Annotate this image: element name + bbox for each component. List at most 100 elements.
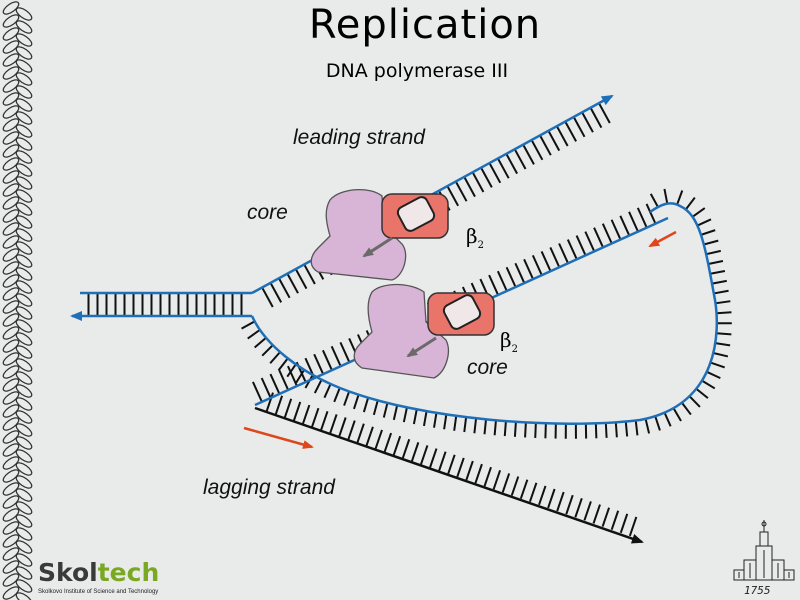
lagging-new-rung: [447, 454, 456, 475]
lagging-inner-rung: [278, 369, 290, 391]
chain-link: [2, 586, 20, 600]
lagging-loop-rung: [261, 344, 274, 357]
lagging-loop-rung: [644, 418, 651, 434]
leading-rung: [455, 181, 468, 202]
chain-link: [2, 27, 20, 41]
lagging-loop-rung: [453, 415, 458, 431]
lagging-inner-rung: [287, 365, 298, 387]
logo-wordmark: Skoltech: [38, 558, 159, 587]
chain-link: [15, 566, 33, 580]
lagging-loop-rung: [313, 379, 323, 394]
lagging-loop-rung: [624, 421, 629, 437]
leading-rung: [598, 103, 611, 124]
grey-arrow-top: [362, 236, 393, 258]
logo-tagline: Skolkovo Institute of Science and Techno…: [38, 589, 159, 595]
lagging-new-rung: [347, 420, 356, 440]
leading-rung: [261, 287, 274, 308]
chain-link: [15, 241, 33, 255]
lagging-new-rung: [528, 482, 538, 503]
chain-link: [2, 235, 20, 249]
clamp-bottom-inner: [442, 294, 482, 330]
lagging-loop-rung: [700, 229, 716, 236]
lagging-loop-rung: [483, 419, 487, 435]
lagging-new-rung: [501, 473, 511, 493]
chain-link: [15, 46, 33, 60]
lagging-loop-rung: [241, 320, 256, 330]
chain-link: [15, 189, 33, 203]
lagging-new-rung: [283, 398, 293, 419]
lagging-inner-rung: [584, 231, 596, 253]
lagging-loop-rung: [295, 369, 306, 384]
lagging-inner-rung: [488, 274, 500, 296]
chain-link: [2, 534, 20, 548]
lagging-new-rung: [474, 463, 483, 484]
chain-link: [2, 547, 20, 561]
chain-link: [15, 540, 33, 554]
chain-link: [2, 313, 20, 327]
lagging-new-rung: [420, 445, 429, 465]
lagging-new-rung: [365, 426, 374, 447]
leading-rung: [269, 282, 283, 303]
chain-link: [2, 105, 20, 119]
beta-symbol: β: [466, 224, 478, 248]
lagging-new-rung: [547, 488, 556, 509]
chain-link: [15, 423, 33, 437]
lagging-new-rung: [438, 451, 447, 471]
lagging-new-rung: [592, 504, 601, 524]
lagging-loop-rung: [277, 357, 289, 371]
chain-link: [2, 508, 20, 522]
lagging-new-rung: [456, 457, 465, 478]
chain-link: [2, 443, 20, 457]
lagging-loop-rung: [701, 379, 716, 390]
lagging-loop-rung: [684, 196, 696, 211]
footer-year: 1755: [744, 584, 771, 597]
leading-rung: [471, 172, 485, 193]
lagging-loop-rung: [695, 387, 709, 399]
core-top-label: core: [247, 201, 288, 224]
lagging-new-rung: [274, 395, 284, 415]
chain-link: [15, 293, 33, 307]
beta-subscript: 2: [511, 344, 518, 355]
chain-link: [2, 79, 20, 93]
leading-rung: [463, 176, 476, 198]
lagging-loop-rung: [716, 311, 732, 315]
lagging-inner-rung: [252, 381, 263, 403]
chain-link: [15, 7, 33, 21]
chain-link: [15, 527, 33, 541]
chain-link: [2, 391, 20, 405]
lagging-loop-rung: [392, 405, 399, 421]
lagging-new-rung: [583, 501, 592, 521]
chain-link: [15, 358, 33, 372]
chain-link: [2, 222, 20, 236]
leading-rung: [581, 112, 594, 133]
lagging-loop-rung: [513, 421, 517, 437]
lagging-loop-rung: [333, 387, 341, 403]
lagging-loop-rung: [634, 420, 639, 436]
lagging-inner-rung: [523, 258, 535, 280]
chain-link: [15, 397, 33, 411]
lagging-loop-rung: [594, 423, 598, 439]
chain-link: [2, 469, 20, 483]
chain-link: [2, 92, 20, 106]
chain-link: [15, 137, 33, 151]
chain-link: [15, 215, 33, 229]
chain-link: [15, 228, 33, 242]
primer-lagging: [243, 426, 314, 449]
lagging-new-rung: [356, 423, 365, 443]
lagging-inner-rung: [269, 373, 281, 395]
lagging-inner-rung: [514, 262, 526, 284]
lagging-inner-rung: [558, 243, 570, 264]
chain-link: [15, 85, 33, 99]
chain-link: [2, 339, 20, 353]
chain-link: [15, 384, 33, 398]
clamp-top-inner: [396, 196, 436, 232]
core-bottom: [353, 283, 449, 379]
leading-rung: [295, 268, 308, 290]
lagging-new-rung: [329, 414, 338, 434]
leading-rung: [556, 126, 569, 147]
dna-chain-border: [2, 1, 33, 600]
chain-link: [15, 436, 33, 450]
grey-arrow-bottom: [406, 336, 437, 358]
lagging-loop-rung: [604, 422, 608, 438]
slide-title: Replication: [308, 2, 542, 48]
